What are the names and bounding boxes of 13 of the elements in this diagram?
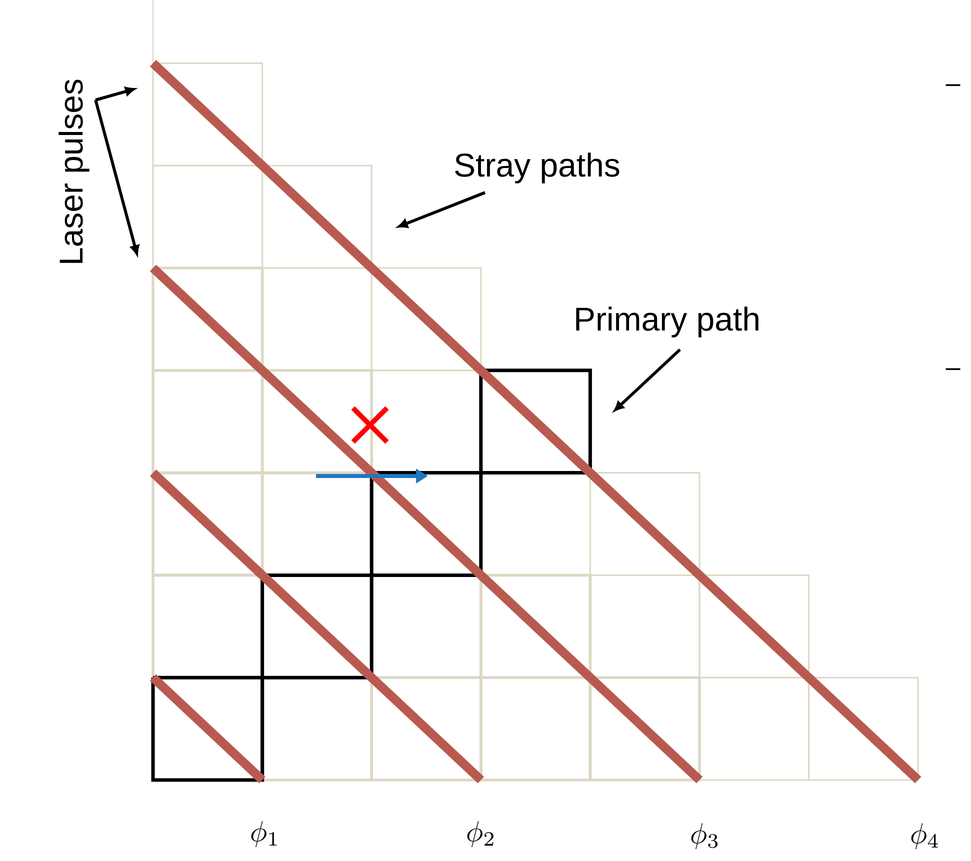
callout-label: Stray paths: [455, 152, 620, 184]
leader-arrow: [94, 100, 140, 255]
callout-label: Laser pulses: [58, 80, 90, 263]
callout-label: Primary path: [576, 306, 758, 338]
axis-label: $\phi_3$: [691, 823, 718, 850]
axis-label: $\phi_2$: [467, 821, 494, 848]
leader-arrow: [95, 86, 135, 102]
leader-arrow: [398, 191, 486, 228]
axis-label: $\phi_1$: [251, 821, 277, 848]
axis-label: $\phi_4$: [911, 823, 938, 850]
tick-mark: –: [946, 84, 960, 86]
leader-arrow: [614, 348, 682, 412]
tick-mark: –: [946, 368, 960, 370]
